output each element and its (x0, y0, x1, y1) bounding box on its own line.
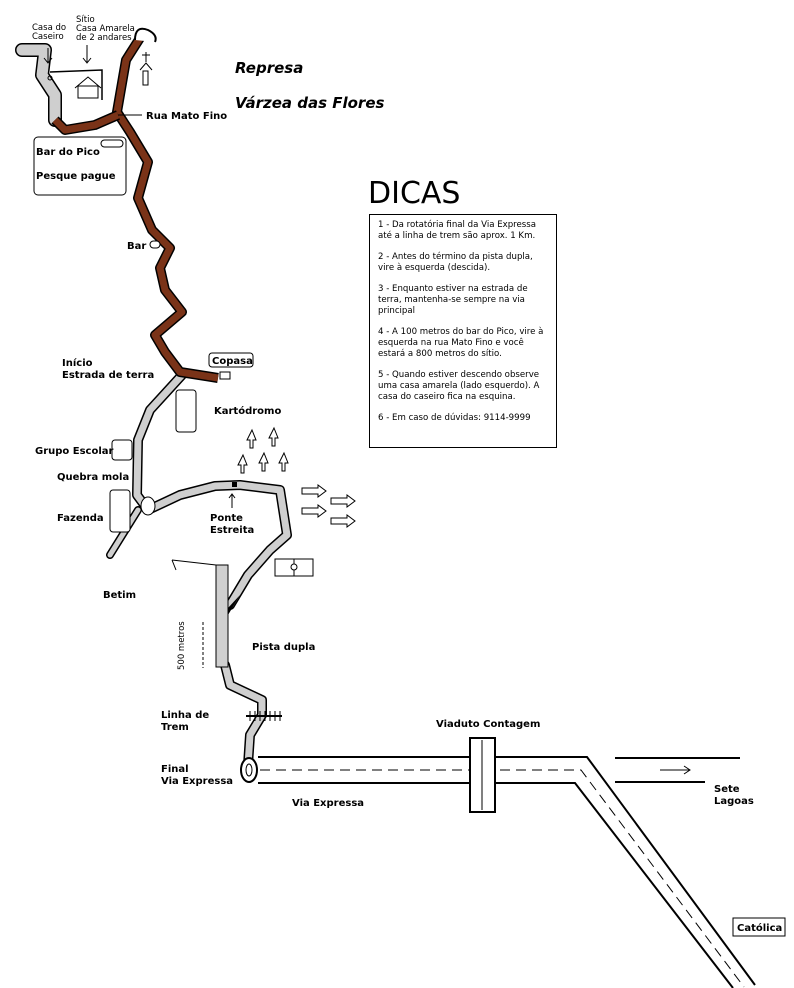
label-estrada-de-terra: Estrada de terra (62, 370, 154, 381)
label-copasa: Copasa (212, 356, 253, 367)
lake-icon (134, 27, 157, 43)
label-final-via-expressa: Via Expressa (161, 776, 233, 787)
label-betim: Betim (103, 590, 136, 601)
label-final: Final (161, 764, 189, 775)
dirt-road (51, 35, 219, 383)
direction-arrow-sete-lagoas (660, 765, 691, 775)
tip-2: 2 - Antes do término da pista dupla, vir… (378, 252, 533, 273)
label-grupo-escolar: Grupo Escolar (35, 446, 114, 457)
bar-do-pico-area (33, 136, 127, 196)
fazenda-block (109, 489, 131, 533)
label-lagoas: Lagoas (714, 796, 754, 807)
label-casa-caseiro: Casa do (32, 23, 66, 33)
label-kartodromo: Kartódromo (214, 405, 281, 417)
label-pista-dupla: Pista dupla (252, 642, 315, 653)
label-sitio-2: Casa Amarela (76, 24, 135, 34)
map-title-line1: Represa (235, 59, 303, 77)
label-quebra-mola: Quebra mola (57, 472, 129, 483)
house-icon (74, 76, 102, 99)
soccer-field-icon (274, 558, 314, 577)
tip-5: 5 - Quando estiver descendo observe uma … (378, 370, 540, 402)
label-casa-caseiro-2: Caseiro (32, 32, 64, 42)
map-title-line2: Várzea das Flores (235, 94, 384, 112)
copasa-box (208, 352, 254, 368)
via-expressa-road (258, 756, 756, 988)
label-viaduto-contagem: Viaduto Contagem (436, 719, 540, 730)
label-trem: Trem (161, 722, 189, 733)
catolica-box (732, 917, 786, 937)
label-ponte: Ponte (210, 513, 243, 524)
kartodromo-block (175, 389, 197, 433)
label-rua-mato-fino: Rua Mato Fino (146, 111, 227, 122)
paved-road (15, 43, 292, 770)
church-icon (139, 52, 153, 86)
pista-dupla-road (215, 564, 229, 668)
railway-icon (246, 711, 282, 721)
tips-title: DICAS (368, 176, 461, 211)
label-bar: Bar (127, 241, 146, 252)
label-sitio: Sítio (76, 15, 95, 25)
label-ponte-estreita: Estreita (210, 525, 254, 536)
tip-6: 6 - Em caso de dúvidas: 9114-9999 (378, 413, 531, 423)
tip-1: 1 - Da rotatória final da Via Expressa a… (378, 220, 537, 241)
distance-label: 500 metros (177, 621, 187, 670)
roundabout (140, 496, 156, 516)
tip-4: 4 - A 100 metros do bar do Pico, vire à … (378, 327, 544, 359)
label-catolica: Católica (737, 922, 782, 934)
label-sitio-3: de 2 andares (76, 33, 132, 43)
label-bar-do-pico: Bar do Pico (36, 147, 100, 158)
label-linha-de-trem: Linha de (161, 710, 209, 721)
label-inicio: Início (62, 357, 93, 369)
label-pesque-pague: Pesque pague (36, 171, 116, 182)
tips-box: 1 - Da rotatória final da Via Expressa a… (369, 214, 557, 448)
label-via-expressa: Via Expressa (292, 798, 364, 809)
direction-arrows (237, 426, 356, 528)
label-sete: Sete (714, 784, 740, 795)
bar-marker (149, 240, 161, 249)
tip-3: 3 - Enquanto estiver na estrada de terra… (378, 284, 528, 316)
caseiro-house-marker (47, 75, 53, 81)
label-fazenda: Fazenda (57, 513, 104, 524)
exit-ramp (228, 595, 240, 615)
